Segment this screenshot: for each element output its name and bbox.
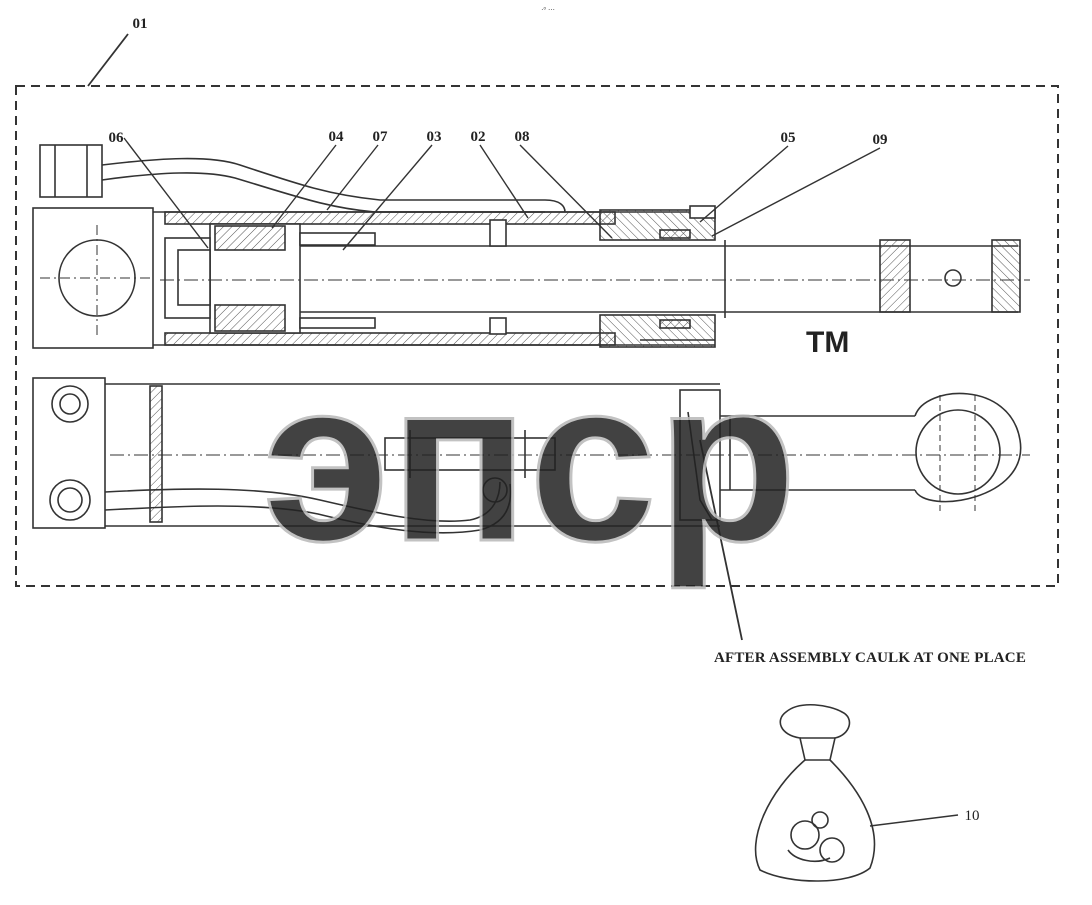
leader-10 xyxy=(869,814,959,827)
header-mark: ·° ··· xyxy=(541,6,555,14)
watermark-logo: эпср xyxy=(263,332,797,589)
callout-07: 07 xyxy=(373,129,389,145)
callout-04: 04 xyxy=(329,129,345,145)
watermark: эпср TM xyxy=(261,326,849,591)
parts-bag-icon xyxy=(754,704,876,882)
caulk-leader xyxy=(699,439,743,641)
callout-leaders xyxy=(123,137,881,251)
caulk-note: AFTER ASSEMBLY CAULK AT ONE PLACE xyxy=(714,650,1026,666)
callout-02: 02 xyxy=(471,129,486,145)
watermark-tm: TM xyxy=(806,326,849,359)
cylinder-exterior-view xyxy=(32,377,1030,534)
callout-03: 03 xyxy=(427,129,442,145)
callout-08: 08 xyxy=(515,129,530,145)
leader-01 xyxy=(87,33,129,87)
assembly-boundary xyxy=(15,85,1059,587)
callout-05: 05 xyxy=(781,130,796,146)
cylinder-section-view xyxy=(32,144,1030,349)
callout-09: 09 xyxy=(873,132,888,148)
callout-01: 01 xyxy=(133,16,148,32)
callout-06: 06 xyxy=(109,130,125,146)
callout-10: 10 xyxy=(965,808,980,824)
